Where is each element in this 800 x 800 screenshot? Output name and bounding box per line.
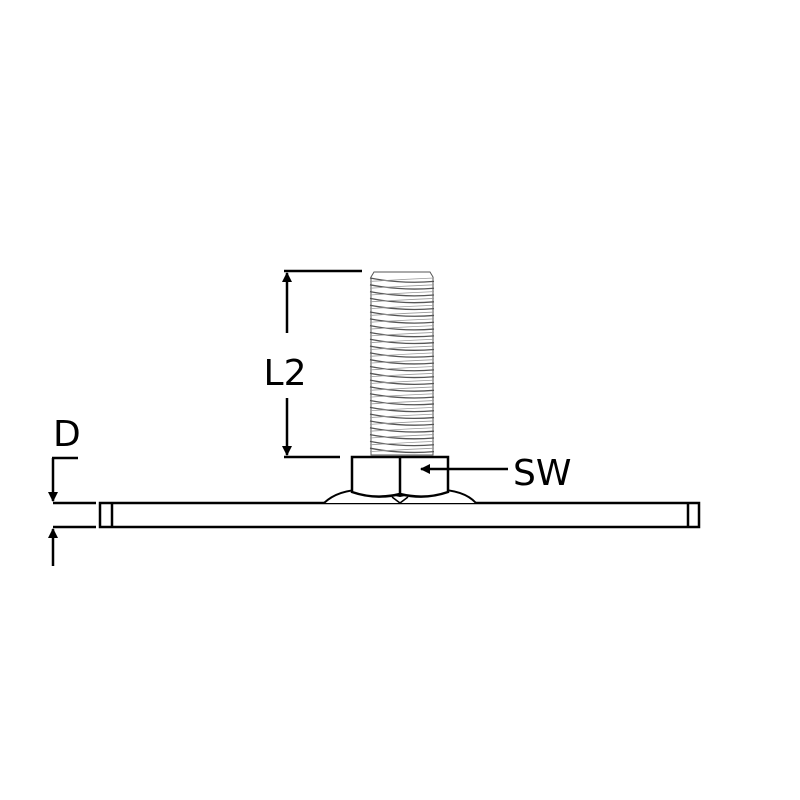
thread-line — [369, 338, 435, 344]
thread-line — [369, 406, 435, 413]
sw-label: SW — [513, 453, 571, 494]
thread-line — [369, 318, 435, 323]
thread-line — [369, 345, 435, 351]
thread-line — [369, 379, 435, 386]
thread-line — [369, 420, 435, 426]
thread-line — [369, 440, 435, 447]
thread-line — [369, 304, 435, 311]
thread-line — [369, 413, 435, 420]
thread-line — [369, 406, 435, 412]
thread-line — [369, 399, 435, 406]
thread-line — [369, 332, 435, 337]
hex-nut — [350, 455, 450, 498]
thread-line — [369, 372, 435, 378]
thread-line — [369, 386, 435, 391]
d-label: D — [53, 414, 81, 455]
thread-line — [369, 297, 435, 304]
thread-line — [369, 345, 435, 350]
thread-line — [369, 447, 435, 452]
base-plate — [98, 501, 701, 529]
dimension-d — [48, 456, 96, 566]
thread-line — [369, 433, 435, 440]
thread-line — [369, 284, 435, 289]
thread-line — [369, 277, 435, 283]
thread-line — [369, 440, 435, 446]
thread-line — [369, 400, 435, 405]
thread-line — [369, 290, 435, 297]
thread-line — [369, 393, 435, 398]
thread-line — [369, 447, 435, 454]
thread-line — [369, 352, 435, 357]
thread-line — [369, 277, 435, 282]
thread-line — [369, 284, 435, 290]
thread-line — [369, 413, 435, 418]
thread-line — [369, 427, 435, 432]
thread-line — [369, 359, 435, 364]
thread-line — [369, 325, 435, 330]
thread-line — [369, 393, 435, 399]
thread-line — [369, 331, 435, 338]
thread-line — [369, 291, 435, 296]
thread-line — [369, 304, 435, 310]
thread-line — [369, 379, 435, 384]
thread-line — [369, 338, 435, 345]
thread-line — [369, 352, 435, 358]
thread-line — [369, 359, 435, 365]
l2-label: L2 — [264, 353, 307, 394]
thread-line — [369, 427, 435, 433]
thread-line — [369, 325, 435, 331]
washer-notch — [391, 496, 409, 504]
thread-line — [369, 311, 435, 317]
thread-line — [369, 386, 435, 392]
thread-line — [369, 298, 435, 303]
thread-line — [369, 365, 435, 372]
threaded-bolt — [369, 271, 435, 456]
thread-line — [369, 434, 435, 439]
thread-line — [369, 372, 435, 379]
thread-line — [369, 311, 435, 316]
dimension-l2 — [282, 269, 362, 459]
thread-line — [369, 318, 435, 324]
thread-line — [369, 366, 435, 371]
thread-line — [369, 420, 435, 425]
